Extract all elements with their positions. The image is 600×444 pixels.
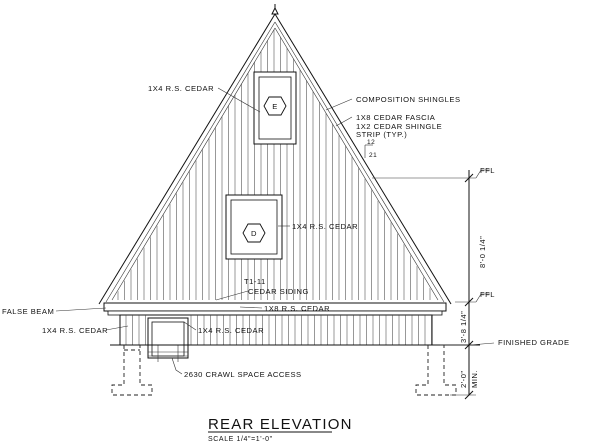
vertical-siding xyxy=(117,28,431,300)
label-1x8-cedar-fascia: 1X8 CEDAR FASCIA xyxy=(356,113,436,122)
window-d: D xyxy=(225,194,283,260)
label-1x4-cedar-lower-right: 1X4 R.S. CEDAR xyxy=(198,326,264,335)
label-shingle-strip-typ: STRIP (TYP.) xyxy=(356,130,407,139)
crawl-space-access xyxy=(147,317,189,362)
label-t1-11: T1-11 xyxy=(244,277,266,286)
label-crawl-space-access: 2630 CRAWL SPACE ACCESS xyxy=(184,370,302,379)
foundation xyxy=(110,344,480,396)
label-composition-shingles: COMPOSITION SHINGLES xyxy=(356,95,461,104)
ffl-top-label: FFL xyxy=(480,166,495,175)
label-1x4-cedar-lower-left: 1X4 R.S. CEDAR xyxy=(42,326,108,335)
drawing-title: REAR ELEVATION xyxy=(208,416,353,433)
footing-depth-dimension: 2'-0" xyxy=(459,370,468,388)
pitch-rise-label: 12 xyxy=(367,139,375,146)
footing-min-label: MIN. xyxy=(470,370,479,388)
window-e-label: E xyxy=(272,102,278,111)
label-false-beam: FALSE BEAM xyxy=(2,307,54,316)
label-1x4-cedar-mid: 1X4 R.S. CEDAR xyxy=(292,222,358,231)
dimension-lines xyxy=(372,169,490,400)
roof-pitch-indicator xyxy=(364,144,373,158)
roof-outline xyxy=(98,4,452,305)
window-tag-e xyxy=(263,96,287,116)
label-1x8-rs-cedar: 1X8 R.S. CEDAR xyxy=(264,304,330,313)
label-cedar-siding: CEDAR SIDING xyxy=(248,287,309,296)
window-d-label: D xyxy=(251,229,257,238)
label-finished-grade: FINISHED GRADE xyxy=(498,338,570,347)
window-tag-d xyxy=(242,223,266,243)
leader-lines xyxy=(55,87,495,375)
wall-height-dimension: 8'-0 1/4" xyxy=(478,236,487,268)
label-1x2-cedar-shingle: 1X2 CEDAR SHINGLE xyxy=(356,122,442,131)
label-1x4-cedar-upper: 1X4 R.S. CEDAR xyxy=(148,84,214,93)
window-e: E xyxy=(253,71,297,145)
drawing-scale: SCALE 1/4"=1'-0" xyxy=(208,436,273,443)
ffl-bottom-label: FFL xyxy=(480,290,495,299)
foundation-height-dimension: 3'-8 1/4" xyxy=(459,311,468,343)
pitch-run-label: 21 xyxy=(369,152,377,159)
